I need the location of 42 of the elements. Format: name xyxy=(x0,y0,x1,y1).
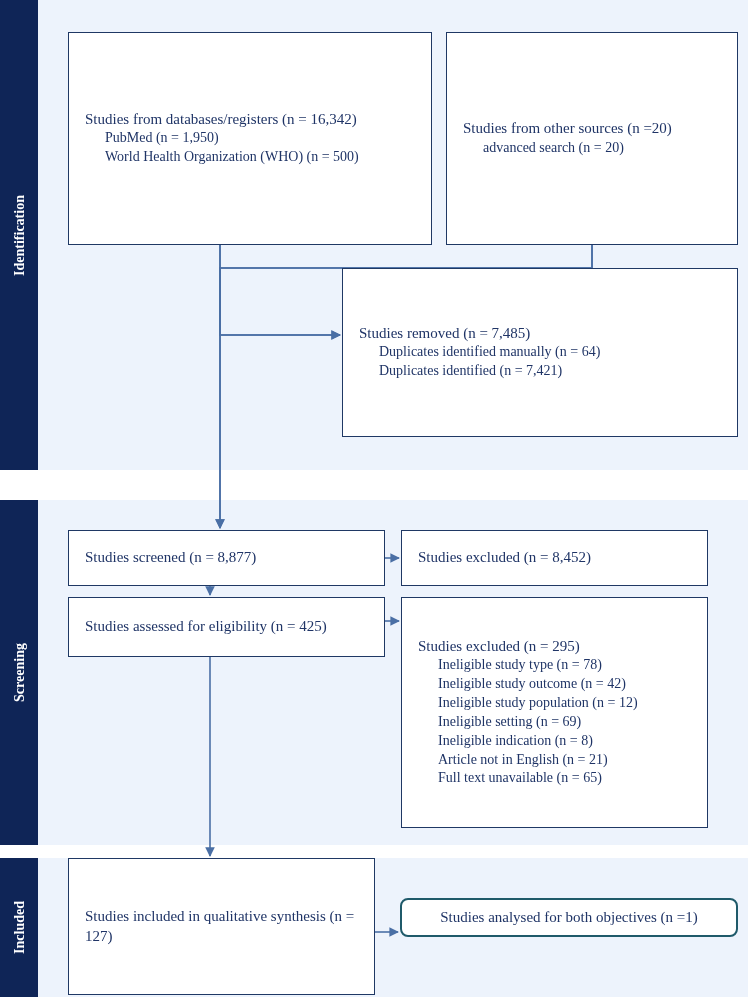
list-item: Article not in English (n = 21) xyxy=(437,750,609,769)
list-item: Ineligible study type (n = 78) xyxy=(437,656,603,675)
arrow xyxy=(205,585,215,596)
box-heading: Studies from other sources (n =20) xyxy=(463,119,673,139)
list-item: PubMed (n = 1,950) xyxy=(104,129,220,148)
arrow xyxy=(219,244,593,340)
list-item: advanced search (n = 20) xyxy=(482,138,625,157)
process-box xyxy=(401,597,708,828)
box-heading: Studies excluded (n = 8,452) xyxy=(418,548,592,568)
box-heading: Studies removed (n = 7,485) xyxy=(359,323,532,343)
list-item: Ineligible indication (n = 8) xyxy=(437,731,594,750)
box-heading: Studies assessed for eligibility (n = 425) xyxy=(85,617,328,637)
arrow xyxy=(374,927,399,937)
section-band xyxy=(0,0,748,470)
section-label: Screening xyxy=(10,643,28,702)
process-box xyxy=(68,32,432,245)
arrow xyxy=(205,656,215,857)
box-heading: Studies included in qualitative synthesis (n = 127) xyxy=(85,907,356,946)
section-band xyxy=(0,858,748,997)
process-box xyxy=(401,530,708,586)
process-box xyxy=(342,268,738,437)
process-box xyxy=(400,898,738,937)
section-label: Included xyxy=(10,901,28,954)
arrow xyxy=(384,616,400,626)
box-heading: Studies analysed for both objectives (n =1) xyxy=(440,907,698,927)
section-band xyxy=(0,500,748,845)
list-item: World Health Organization (WHO) (n = 500) xyxy=(104,148,360,167)
list-item: Full text unavailable (n = 65) xyxy=(437,769,603,788)
box-heading: Studies screened (n = 8,877) xyxy=(85,548,258,568)
list-item: Ineligible setting (n = 69) xyxy=(437,712,583,731)
list-item: Ineligible study population (n = 12) xyxy=(437,693,639,712)
section-label: Identification xyxy=(10,194,28,276)
arrow xyxy=(384,553,400,563)
box-heading: Studies excluded (n = 295) xyxy=(418,636,581,656)
list-item: Duplicates identified manually (n = 64) xyxy=(378,343,602,362)
process-box xyxy=(446,32,738,245)
process-box xyxy=(68,858,375,995)
box-heading: Studies from databases/registers (n = 16,342) xyxy=(85,109,358,129)
process-box xyxy=(68,597,385,657)
list-item: Ineligible study outcome (n = 42) xyxy=(437,675,627,693)
list-item: Duplicates identified (n = 7,421) xyxy=(378,362,564,381)
process-box xyxy=(68,530,385,586)
